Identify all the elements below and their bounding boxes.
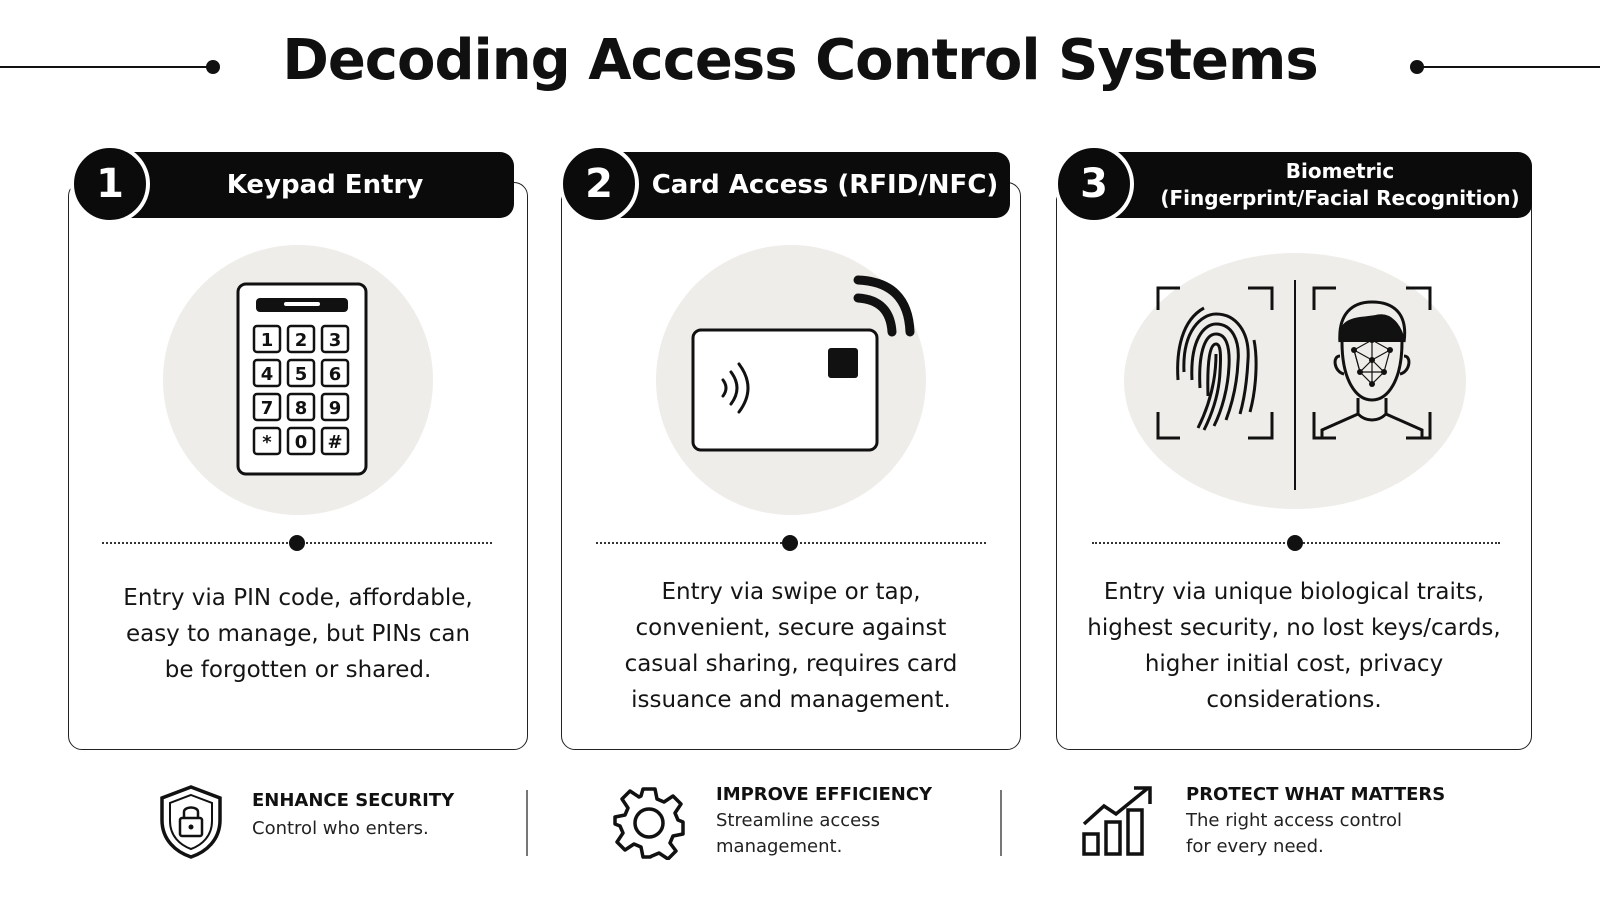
footer-security-title: ENHANCE SECURITY bbox=[252, 790, 455, 811]
footer-line: Control who enters. bbox=[252, 818, 429, 839]
card-access-desc-line: Entry via swipe or tap, bbox=[661, 579, 921, 605]
biometric-desc-line: considerations. bbox=[1206, 687, 1382, 713]
keypad-card-heading: Keypad Entry bbox=[226, 169, 424, 200]
keypad-key bbox=[320, 392, 350, 422]
biometric-desc-line: higher initial cost, privacy bbox=[1144, 651, 1444, 677]
card-access-desc-line: casual sharing, requires card bbox=[624, 651, 958, 677]
keypad-key-label: 6 bbox=[329, 364, 342, 385]
keypad-key-label: * bbox=[262, 432, 272, 453]
step-number-2: 2 bbox=[559, 144, 639, 224]
gear-icon bbox=[613, 787, 685, 860]
keypad-key-label: 0 bbox=[295, 432, 308, 453]
footer-protect-title: PROTECT WHAT MATTERS bbox=[1186, 784, 1446, 805]
biometric-card-header: Biometric (Fingerprint/Facial Recognitio… bbox=[1088, 152, 1532, 218]
keypad-desc-line: easy to manage, but PINs can bbox=[125, 621, 471, 647]
footer-divider bbox=[526, 790, 528, 856]
card-access-desc-line: convenient, secure against bbox=[635, 615, 947, 641]
card-access-card-header: Card Access (RFID/NFC) bbox=[590, 152, 1010, 218]
biometric-heading-line: Biometric bbox=[1285, 159, 1395, 183]
title-dot-left bbox=[206, 60, 220, 74]
keypad-key bbox=[286, 324, 316, 354]
footer-line: management. bbox=[716, 836, 843, 857]
keypad-separator-dot bbox=[289, 535, 305, 551]
biometric-desc-line: highest security, no lost keys/cards, bbox=[1087, 615, 1501, 641]
keypad-desc-line: be forgotten or shared. bbox=[164, 657, 432, 683]
card-access-card-heading: Card Access (RFID/NFC) bbox=[651, 169, 999, 200]
keypad-key bbox=[320, 426, 350, 456]
biometric-description: Entry via unique biological traits, high… bbox=[1076, 574, 1512, 718]
footer-protect-text: The right access control for every need. bbox=[1186, 808, 1402, 860]
keypad-key bbox=[286, 392, 316, 422]
footer-divider bbox=[1000, 790, 1002, 856]
keypad-key bbox=[320, 358, 350, 388]
card-access-description: Entry via swipe or tap, convenient, secu… bbox=[581, 574, 1001, 718]
keypad-key-label: # bbox=[327, 432, 342, 453]
biometric-heading-line: (Fingerprint/Facial Recognition) bbox=[1160, 186, 1520, 210]
footer-security-text: Control who enters. bbox=[252, 816, 429, 842]
shield-lock-icon bbox=[160, 785, 222, 859]
step-number-3: 3 bbox=[1054, 144, 1134, 224]
footer-line: The right access control bbox=[1186, 810, 1402, 831]
keypad-key-label: 8 bbox=[295, 398, 308, 419]
face-recognition-icon bbox=[1312, 286, 1432, 440]
keypad-card-header: Keypad Entry bbox=[96, 152, 514, 218]
biometric-icon bbox=[1156, 280, 1432, 490]
keypad-desc-line: Entry via PIN code, affordable, bbox=[123, 585, 473, 611]
biometric-separator-dot bbox=[1287, 535, 1303, 551]
keypad-key bbox=[252, 358, 282, 388]
rfid-card-icon bbox=[691, 275, 915, 452]
footer-efficiency-text: Streamline access management. bbox=[716, 808, 880, 860]
keypad-key-label: 9 bbox=[329, 398, 342, 419]
card-access-separator-dot bbox=[782, 535, 798, 551]
keypad-key bbox=[252, 426, 282, 456]
keypad-key bbox=[252, 324, 282, 354]
card-access-desc-line: issuance and management. bbox=[631, 687, 951, 713]
page-title: Decoding Access Control Systems bbox=[282, 28, 1318, 93]
keypad-key-label: 3 bbox=[329, 330, 342, 351]
keypad-key bbox=[286, 358, 316, 388]
growth-chart-icon bbox=[1082, 786, 1152, 856]
keypad-key-label: 7 bbox=[261, 398, 274, 419]
fingerprint-icon bbox=[1156, 286, 1274, 440]
title-dot-right bbox=[1410, 60, 1424, 74]
biometric-desc-line: Entry via unique biological traits, bbox=[1103, 579, 1485, 605]
biometric-card-heading: Biometric (Fingerprint/Facial Recognitio… bbox=[1160, 158, 1519, 212]
keypad-key-label: 2 bbox=[295, 330, 308, 351]
step-number-1: 1 bbox=[70, 144, 150, 224]
keypad-key bbox=[286, 426, 316, 456]
footer-efficiency-title: IMPROVE EFFICIENCY bbox=[716, 784, 933, 805]
title-line-right bbox=[1420, 66, 1600, 68]
footer-line: for every need. bbox=[1186, 836, 1324, 857]
keypad-key bbox=[252, 392, 282, 422]
keypad-key-label: 1 bbox=[261, 330, 274, 351]
footer-line: Streamline access bbox=[716, 810, 880, 831]
title-line-left bbox=[0, 66, 208, 68]
keypad-key-label: 4 bbox=[261, 364, 274, 385]
keypad-key bbox=[320, 324, 350, 354]
keypad-key-label: 5 bbox=[295, 364, 308, 385]
keypad-description: Entry via PIN code, affordable, easy to … bbox=[88, 580, 508, 688]
